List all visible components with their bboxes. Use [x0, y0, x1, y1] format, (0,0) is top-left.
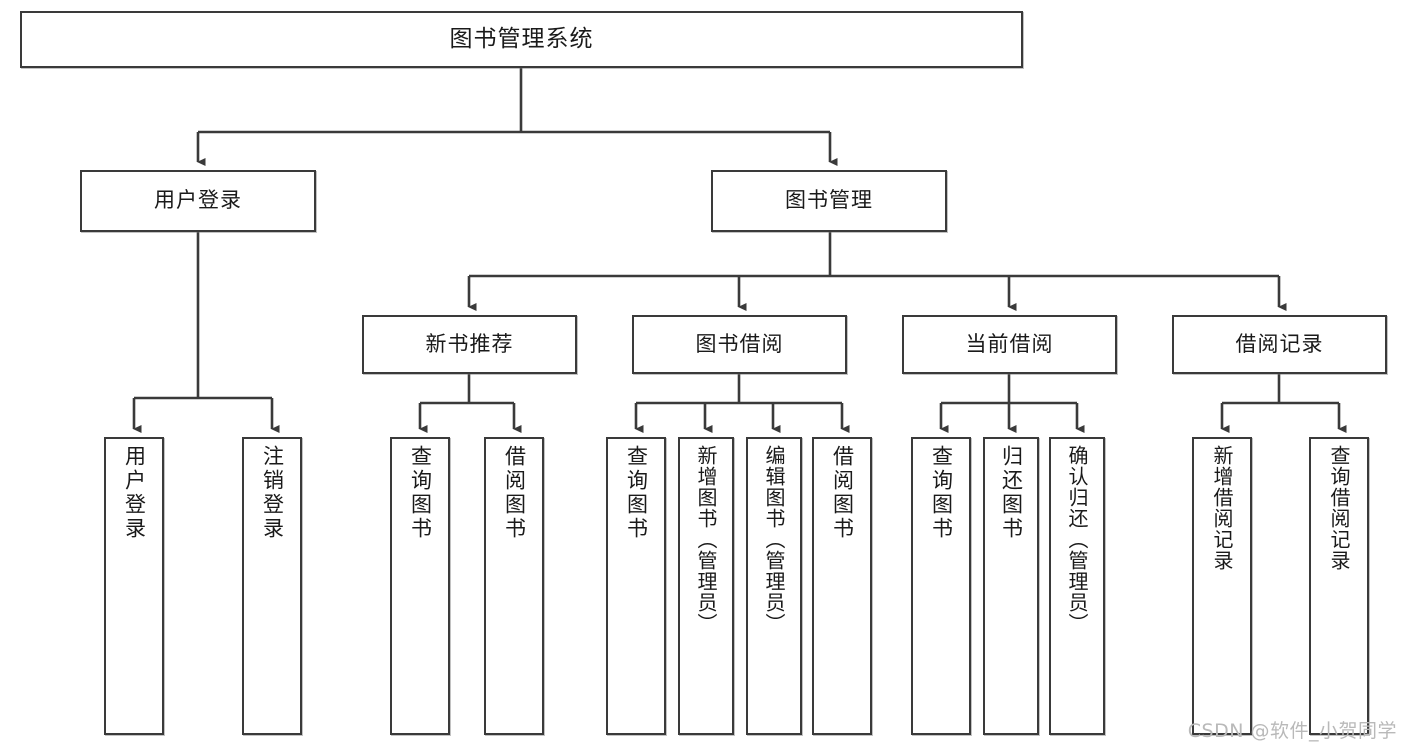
- node-label: 确认归还（管理员）: [1065, 445, 1089, 634]
- leaf-borrow-book-recommend[interactable]: 借阅图书: [484, 437, 544, 735]
- leaf-return-book[interactable]: 归还图书: [983, 437, 1039, 735]
- node-new-book-recommend[interactable]: 新书推荐: [362, 315, 577, 374]
- leaf-borrow-book[interactable]: 借阅图书: [812, 437, 872, 735]
- node-label: 归还图书: [999, 445, 1024, 541]
- csdn-watermark: CSDN @软件_小贺同学: [1187, 720, 1397, 742]
- leaf-add-book-admin[interactable]: 新增图书（管理员）: [678, 437, 734, 735]
- node-label: 查询图书: [929, 445, 954, 541]
- node-label: 用户登录: [122, 445, 147, 541]
- leaf-add-borrow-record[interactable]: 新增借阅记录: [1192, 437, 1252, 735]
- node-label: 借阅图书: [502, 445, 527, 541]
- node-book-management[interactable]: 图书管理: [711, 170, 947, 232]
- node-label: 借阅图书: [830, 445, 855, 541]
- leaf-edit-book-admin[interactable]: 编辑图书（管理员）: [746, 437, 802, 735]
- node-label: 新增借阅记录: [1210, 445, 1234, 571]
- node-label: 用户登录: [154, 188, 242, 213]
- node-root-book-management-system[interactable]: 图书管理系统: [20, 11, 1023, 68]
- leaf-confirm-return-admin[interactable]: 确认归还（管理员）: [1049, 437, 1105, 735]
- node-label: 查询借阅记录: [1327, 445, 1351, 571]
- node-label: 图书管理系统: [449, 25, 594, 52]
- leaf-query-book-current[interactable]: 查询图书: [911, 437, 971, 735]
- leaf-user-login[interactable]: 用户登录: [104, 437, 164, 735]
- node-label: 查询图书: [624, 445, 649, 541]
- node-label: 编辑图书（管理员）: [762, 445, 786, 634]
- leaf-logout[interactable]: 注销登录: [242, 437, 302, 735]
- leaf-query-borrow-record[interactable]: 查询借阅记录: [1309, 437, 1369, 735]
- node-label: 查询图书: [408, 445, 433, 541]
- node-label: 当前借阅: [965, 331, 1054, 356]
- leaf-query-book-recommend[interactable]: 查询图书: [390, 437, 450, 735]
- leaf-query-book-borrow[interactable]: 查询图书: [606, 437, 666, 735]
- node-label: 借阅记录: [1235, 331, 1324, 356]
- node-user-login[interactable]: 用户登录: [80, 170, 316, 232]
- node-current-borrow[interactable]: 当前借阅: [902, 315, 1117, 374]
- node-borrow-record[interactable]: 借阅记录: [1172, 315, 1387, 374]
- node-label: 新书推荐: [425, 331, 514, 356]
- node-label: 图书借阅: [695, 331, 784, 356]
- node-label: 图书管理: [785, 188, 873, 213]
- node-label: 注销登录: [260, 445, 285, 541]
- node-label: 新增图书（管理员）: [694, 445, 718, 634]
- node-book-borrow[interactable]: 图书借阅: [632, 315, 847, 374]
